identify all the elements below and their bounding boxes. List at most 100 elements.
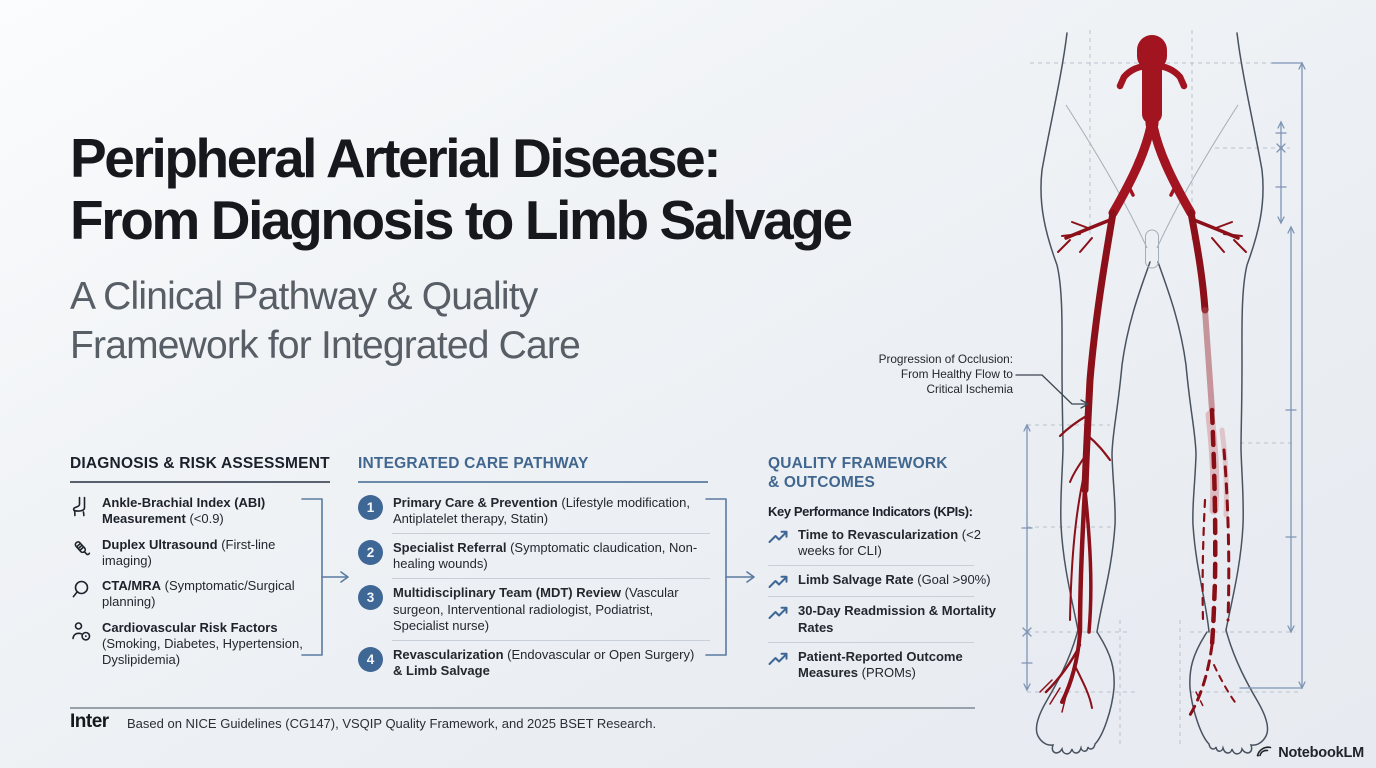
kpi-title: Time to Revascularization: [798, 527, 959, 543]
pathway-step-detail: (Lifestyle modification, Antiplatelet th…: [393, 495, 690, 527]
trending-up-icon: [768, 649, 790, 667]
page-subtitle: A Clinical Pathway & Quality Framework f…: [70, 272, 581, 370]
kpi-text: Limb Salvage Rate (Goal >90%): [798, 572, 1003, 590]
trending-up-icon: [768, 572, 790, 590]
diagnosis-column: DIAGNOSIS & RISK ASSESSMENT Ankle-Brachi…: [70, 455, 330, 668]
pathway-step-detail: (Symptomatic claudication, Non-healing w…: [393, 540, 698, 572]
pathway-step-detail: (Vascular surgeon, Interventional radiol…: [393, 585, 679, 633]
limb-anatomy-illustration: [1015, 30, 1306, 755]
diagnosis-item-detail: (Smoking, Diabetes, Hypertension, Dyslip…: [102, 636, 303, 667]
diagnosis-item-detail: (First-line imaging): [102, 536, 276, 568]
kpi-detail: (Goal >90%): [917, 572, 991, 588]
trending-up-icon: [768, 603, 790, 621]
diagnosis-header: DIAGNOSIS & RISK ASSESSMENT: [70, 455, 330, 483]
diagnosis-item-abi: Ankle-Brachial Index (ABI) Measurement (…: [70, 495, 322, 527]
occlusion-annotation: Progression of Occlusion: From Healthy F…: [845, 352, 1013, 397]
diagnosis-item-title: Ankle-Brachial Index (ABI) Measurement: [102, 495, 266, 526]
step-number-badge: 4: [358, 646, 383, 672]
notebooklm-logo-icon: [1255, 742, 1273, 763]
footer-brand-fragment: Inter: [70, 711, 109, 732]
pathway-step-text: Revascularization (Endovascular or Open …: [393, 647, 705, 679]
step-divider: [392, 578, 710, 580]
diagnosis-item-text: Duplex Ultrasound (First-line imaging): [102, 537, 322, 569]
diagnosis-item-title: CTA/MRA: [102, 578, 161, 594]
kpi-title: Limb Salvage Rate: [798, 572, 914, 588]
diagnosis-item-text: CTA/MRA (Symptomatic/Surgical planning): [102, 578, 322, 610]
kpi-item-limb-salvage-rate: Limb Salvage Rate (Goal >90%): [768, 572, 1008, 590]
pathway-step-title: Multidisciplinary Team (MDT) Review: [393, 585, 622, 601]
person-risk-icon: [70, 620, 94, 644]
annotation-line-1: Progression of Occlusion:: [878, 352, 1013, 366]
kpi-divider: [768, 641, 974, 643]
title-line-1: Peripheral Arterial Disease:: [70, 127, 722, 189]
trending-up-icon: [768, 527, 790, 545]
diagnosis-item-title: Duplex Ultrasound: [102, 536, 218, 552]
annotation-line-2: From Healthy Flow to: [900, 366, 1013, 381]
diagnosis-item-title: Cardiovascular Risk Factors: [102, 620, 278, 636]
kpi-divider: [768, 596, 974, 598]
kpi-detail: (PROMs): [861, 664, 916, 680]
step-divider: [392, 639, 710, 641]
kpi-item-readmission-mortality: 30-Day Readmission & Mortality Rates: [768, 603, 1008, 635]
pathway-step-title: Revascularization: [393, 646, 504, 662]
pathway-step-text: Specialist Referral (Symptomatic claudic…: [393, 540, 705, 572]
kpi-heading: Key Performance Indicators (KPIs):: [768, 504, 973, 520]
aorta: [1108, 35, 1196, 218]
dimension-lines: [1021, 61, 1306, 692]
pathway-step-1: 1 Primary Care & Prevention (Lifestyle m…: [358, 495, 710, 527]
healthy-leg-arteries: [1039, 209, 1117, 713]
kpi-item-proms: Patient-Reported Outcome Measures (PROMs…: [768, 649, 1008, 681]
footer-divider: [70, 707, 975, 709]
subtitle-line-2: Framework for Integrated Care: [70, 324, 581, 368]
kpi-detail: (<2 weeks for CLI): [798, 527, 981, 559]
body-guide-curves: [1065, 104, 1239, 269]
pathway-step-2: 2 Specialist Referral (Symptomatic claud…: [358, 540, 710, 572]
quality-column: QUALITY FRAMEWORK & OUTCOMES Key Perform…: [768, 455, 1008, 681]
diagnosis-item-duplex: Duplex Ultrasound (First-line imaging): [70, 537, 322, 569]
quality-header-line-1: QUALITY FRAMEWORK: [768, 455, 948, 472]
kpi-text: Patient-Reported Outcome Measures (PROMs…: [798, 649, 1003, 681]
step-divider: [392, 533, 710, 535]
notebooklm-branding: NotebookLM: [1255, 742, 1364, 763]
pathway-step-4: 4 Revascularization (Endovascular or Ope…: [358, 646, 710, 679]
kpi-title: Patient-Reported Outcome Measures: [798, 648, 963, 680]
pathway-step-title-2: & Limb Salvage: [393, 662, 490, 678]
step-number-badge: 3: [358, 585, 383, 611]
annotation-line-3: Critical Ischemia: [926, 381, 1013, 396]
body-outline: [1035, 32, 1269, 755]
step-number-badge: 1: [358, 495, 383, 520]
foot-icon: [70, 495, 94, 519]
diagnosis-item-text: Cardiovascular Risk Factors (Smoking, Di…: [102, 620, 322, 668]
pathway-header: INTEGRATED CARE PATHWAY: [358, 455, 708, 483]
diagnosis-item-cta-mra: CTA/MRA (Symptomatic/Surgical planning): [70, 578, 322, 610]
subtitle-line-1: A Clinical Pathway & Quality: [70, 275, 538, 318]
ultrasound-probe-icon: [70, 537, 94, 561]
pathway-step-title: Primary Care & Prevention: [393, 495, 558, 510]
diagnosis-item-text: Ankle-Brachial Index (ABI) Measurement (…: [102, 495, 322, 527]
pathway-step-text: Multidisciplinary Team (MDT) Review (Vas…: [393, 585, 705, 633]
quality-header: QUALITY FRAMEWORK & OUTCOMES: [768, 455, 948, 494]
construction-gridlines: [1027, 30, 1302, 746]
pathway-step-title: Specialist Referral: [393, 540, 507, 556]
footer-source-text: Based on NICE Guidelines (CG147), VSQIP …: [127, 716, 657, 731]
kpi-title: 30-Day Readmission & Mortality Rates: [798, 603, 996, 635]
magnifier-icon: [70, 578, 94, 602]
pathway-step-text: Primary Care & Prevention (Lifestyle mod…: [393, 495, 705, 527]
kpi-text: Time to Revascularization (<2 weeks for …: [798, 527, 1003, 559]
kpi-text: 30-Day Readmission & Mortality Rates: [798, 603, 1003, 635]
pathway-step-3: 3 Multidisciplinary Team (MDT) Review (V…: [358, 585, 710, 633]
annotation-leader-arrow: [1015, 374, 1089, 409]
pathway-column: INTEGRATED CARE PATHWAY 1 Primary Care &…: [358, 455, 710, 679]
kpi-item-time-to-revascularization: Time to Revascularization (<2 weeks for …: [768, 527, 1008, 559]
diagnosis-item-detail: (Symptomatic/Surgical planning): [102, 578, 295, 610]
occluded-leg-arteries: [1187, 209, 1247, 717]
diagnosis-item-risk-factors: Cardiovascular Risk Factors (Smoking, Di…: [70, 620, 322, 668]
pathway-step-detail: (Endovascular or Open Surgery): [507, 646, 695, 662]
page-title: Peripheral Arterial Disease: From Diagno…: [70, 127, 853, 251]
kpi-divider: [768, 565, 974, 567]
title-line-2: From Diagnosis to Limb Salvage: [70, 188, 853, 251]
step-number-badge: 2: [358, 540, 383, 566]
quality-header-line-2: & OUTCOMES: [768, 473, 876, 491]
diagnosis-item-detail: (<0.9): [189, 510, 224, 526]
